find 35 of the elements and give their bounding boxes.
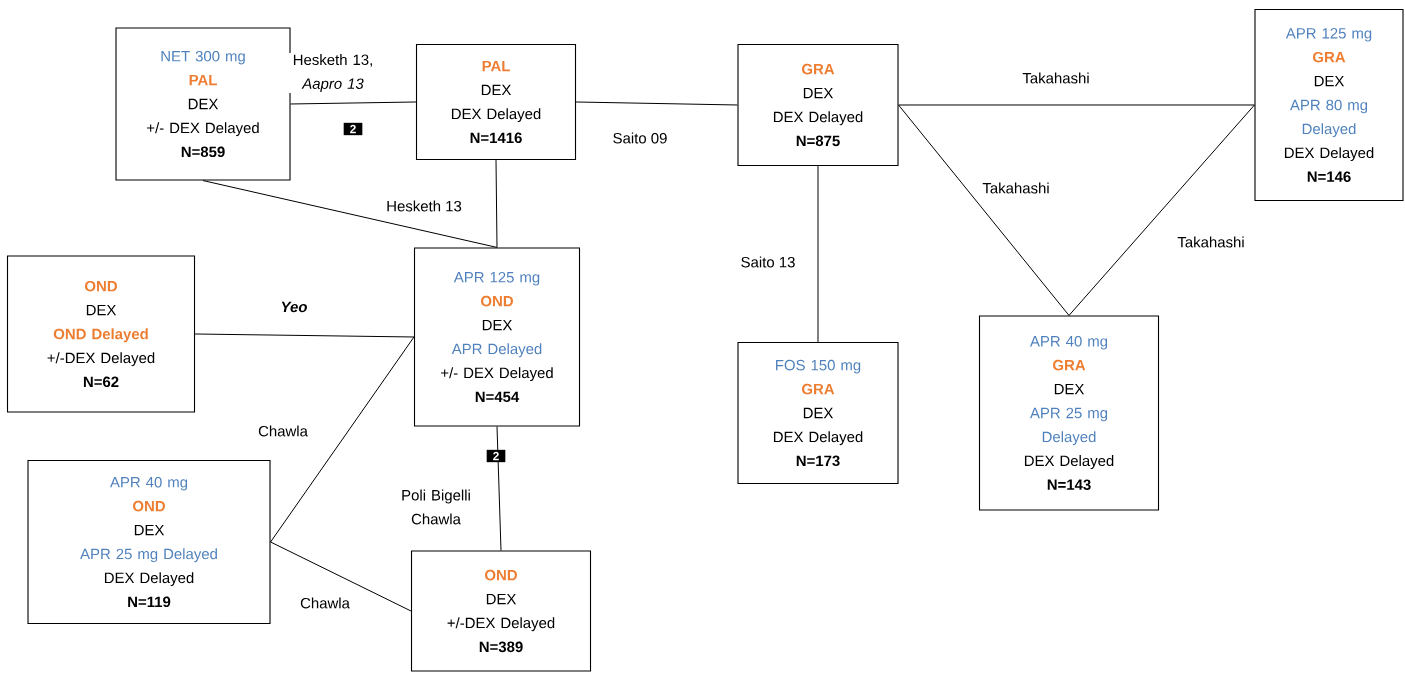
count-badge: 2 [343,122,363,136]
count-badge: 2 [486,449,506,463]
treatment-box: GRA DEX DEX Delayed N=875 [737,43,899,167]
edge-label: Saito 09 [611,131,669,145]
edge-label: Takahashi [1176,235,1246,249]
edge-label: Yeo [279,300,309,314]
treatment-box: APR 125 mg GRA DEX APR 80 mg Delayed DEX Delayed N=146 [1254,8,1404,202]
treatment-box: PAL DEX DEX Delayed N=1416 [415,43,577,161]
edge-label: Takahashi [1021,71,1091,85]
connector-line [202,180,498,248]
treatment-box: NET 300 mg PAL DEX +/- DEX Delayed N=859 [115,27,291,181]
connector-line [575,101,738,106]
edge-label: Takahashi [981,181,1051,195]
edge-label: Poli Bigelli Chawla [390,488,482,526]
edge-label: Hesketh 13, Aapro 13 [284,53,382,93]
connector-line [1068,104,1255,316]
connector-line [898,104,1070,316]
connector-line [270,541,412,612]
treatment-box: OND DEX OND Delayed +/-DEX Delayed N=62 [6,255,196,413]
treatment-box: OND DEX +/-DEX Delayed N=389 [410,550,592,672]
edge-label: Chawla [257,424,309,438]
connector-line [270,336,415,543]
treatment-box: APR 125 mg OND DEX APR Delayed +/- DEX Delayed N=454 [413,247,581,427]
connector-line [495,159,498,248]
edge-label: Saito 13 [739,255,797,269]
connector-line [817,165,819,343]
treatment-box: APR 40 mg OND DEX APR 25 mg Delayed DEX Delayed N=119 [27,459,271,625]
edge-label: Chawla [299,596,351,610]
connector-line [194,333,415,338]
edge-label: Hesketh 13 [385,199,463,213]
connector-line [496,426,502,551]
connector-line [290,101,417,105]
connector-line [898,104,1255,106]
treatment-box: APR 40 mg GRA DEX APR 25 mg Delayed DEX Delayed N=143 [978,315,1160,511]
treatment-box: FOS 150 mg GRA DEX DEX Delayed N=173 [737,341,899,485]
